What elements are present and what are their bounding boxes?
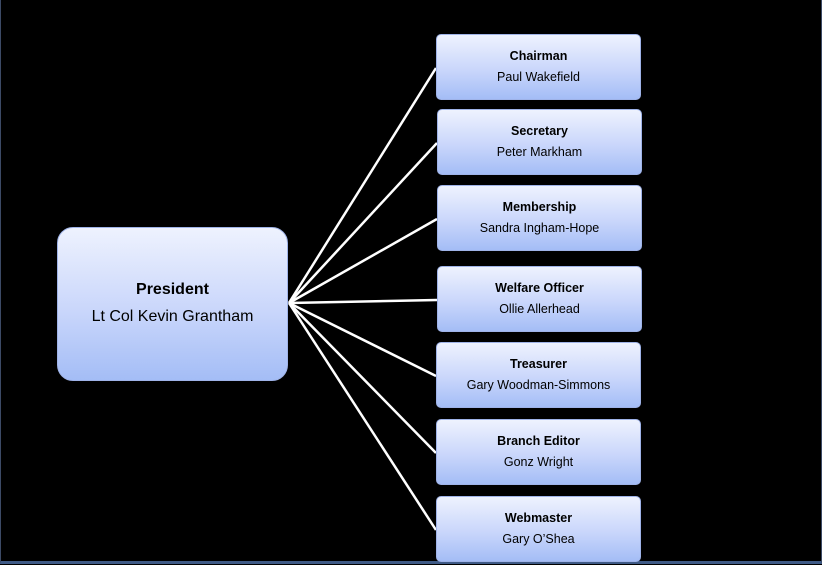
webmaster-title: Webmaster (504, 511, 573, 525)
connector-welfare-officer (288, 298, 438, 305)
branch-editor-title: Branch Editor (497, 434, 580, 448)
welfare-officer-name: Ollie Allerhead (499, 302, 580, 316)
president-title: President (136, 281, 209, 298)
secretary-name: Peter Markham (496, 145, 583, 159)
secretary-box: Secretary Peter Markham (437, 109, 642, 175)
treasurer-title: Treasurer (510, 357, 567, 371)
membership-title: Membership (502, 200, 577, 214)
branch-editor-name: Gonz Wright (503, 455, 574, 469)
welfare-officer-title: Welfare Officer (495, 281, 584, 295)
membership-name: Sandra Ingham-Hope (479, 221, 600, 235)
branch-editor-box: Branch Editor Gonz Wright (436, 419, 641, 485)
chairman-title: Chairman (509, 49, 568, 63)
connector-webmaster (287, 302, 438, 531)
treasurer-name: Gary Woodman-Simmons (466, 378, 611, 392)
connector-membership (288, 217, 438, 305)
welfare-officer-box: Welfare Officer Ollie Allerhead (437, 266, 642, 332)
webmaster-box: Webmaster Gary O’Shea (436, 496, 641, 562)
president-box: President Lt Col Kevin Grantham (57, 227, 288, 381)
connector-branch-editor (288, 302, 437, 454)
connector-treasurer (288, 301, 437, 378)
secretary-title: Secretary (511, 124, 568, 138)
president-name: Lt Col Kevin Grantham (91, 308, 254, 325)
treasurer-box: Treasurer Gary Woodman-Simmons (436, 342, 641, 408)
chairman-box: Chairman Paul Wakefield (436, 34, 641, 100)
webmaster-name: Gary O’Shea (502, 532, 575, 546)
chairman-name: Paul Wakefield (497, 70, 580, 84)
connector-chairman (287, 67, 438, 304)
membership-box: Membership Sandra Ingham-Hope (437, 185, 642, 251)
connector-secretary (288, 142, 438, 304)
